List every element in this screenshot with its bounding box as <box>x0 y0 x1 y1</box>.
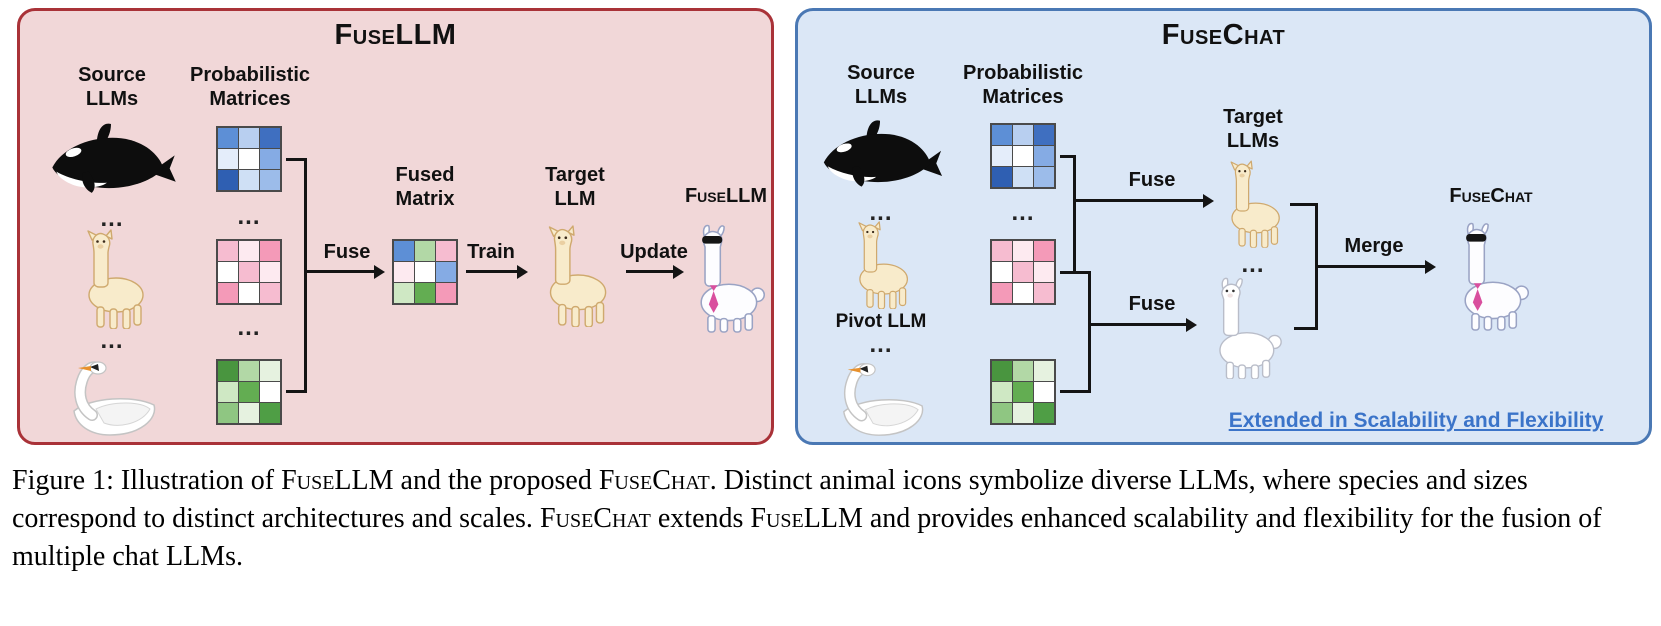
swan-icon <box>824 355 936 443</box>
fuse-arrow <box>307 270 375 273</box>
pivot-llm-label: Pivot LLM <box>835 311 927 332</box>
bracket-line <box>286 158 306 161</box>
fusechat-panel-title: FuseChat <box>1161 19 1286 51</box>
probabilistic-matrices-heading: Probabilistic Matrices <box>962 62 1084 108</box>
fusellm-panel: FuseLLM Source LLMs Probabilistic Matric… <box>17 8 774 445</box>
figure-caption: Figure 1: Illustration of FuseLLM and th… <box>12 465 1602 572</box>
target-llms-heading: Target LLMs <box>1223 106 1283 152</box>
bracket-line <box>286 390 306 393</box>
ellipsis: ... <box>869 331 893 358</box>
source-llms-heading: Source LLMs <box>847 62 915 108</box>
fuse-top-arrow <box>1076 199 1204 202</box>
train-arrow <box>466 270 518 273</box>
ellipsis: ... <box>1241 251 1265 278</box>
bracket-line <box>1060 390 1091 393</box>
bracket-line <box>1060 155 1076 158</box>
pivot-alpaca-icon <box>844 221 918 309</box>
orca-icon <box>818 117 944 201</box>
bracket-line <box>1073 155 1076 274</box>
ellipsis: ... <box>237 203 261 230</box>
ellipsis: ... <box>237 314 261 341</box>
bracket-line <box>1290 203 1318 206</box>
fusellm-result-label: FuseLLM <box>684 185 768 207</box>
fusechat-result-label: FuseChat <box>1449 185 1533 207</box>
scalability-note: Extended in Scalability and Flexibility <box>1228 409 1604 432</box>
fusechat-mascot-icon <box>1448 221 1534 333</box>
bracket-line <box>1088 271 1091 393</box>
train-label: Train <box>467 241 515 263</box>
fusellm-mascot-icon <box>684 223 770 335</box>
fused-matrix <box>392 239 458 305</box>
update-arrow <box>626 270 674 273</box>
ellipsis: ... <box>1011 199 1035 226</box>
merge-label: Merge <box>1344 235 1404 257</box>
fuse-label: Fuse <box>323 241 371 263</box>
blue-probability-matrix <box>990 123 1056 189</box>
bracket-line <box>1294 327 1318 330</box>
target-llama-icon <box>1198 277 1292 379</box>
fuse-top-label: Fuse <box>1128 169 1176 191</box>
update-label: Update <box>620 241 688 263</box>
swan-icon <box>52 353 170 443</box>
fusechat-panel: FuseChat Source LLMs Probabilistic Matri… <box>795 8 1652 445</box>
target-alpaca-icon <box>1218 159 1288 249</box>
pink-probability-matrix <box>216 239 282 305</box>
ellipsis: ... <box>100 327 124 354</box>
fused-matrix-heading: Fused Matrix <box>395 164 455 210</box>
target-llm-heading: Target LLM <box>545 164 605 210</box>
alpaca-icon <box>72 229 154 329</box>
green-probability-matrix <box>216 359 282 425</box>
pink-probability-matrix <box>990 239 1056 305</box>
ellipsis: ... <box>869 199 893 226</box>
ellipsis: ... <box>100 205 124 232</box>
merge-arrow <box>1318 265 1426 268</box>
green-probability-matrix <box>990 359 1056 425</box>
target-alpaca-icon <box>534 225 616 327</box>
fusellm-panel-title: FuseLLM <box>334 19 457 51</box>
probabilistic-matrices-heading: Probabilistic Matrices <box>189 64 311 110</box>
fuse-bottom-label: Fuse <box>1128 293 1176 315</box>
orca-icon <box>46 121 178 207</box>
blue-probability-matrix <box>216 126 282 192</box>
bracket-line <box>1315 203 1318 330</box>
fuse-bottom-arrow <box>1091 323 1187 326</box>
source-llms-heading: Source LLMs <box>78 64 146 110</box>
bracket-line <box>304 158 307 393</box>
